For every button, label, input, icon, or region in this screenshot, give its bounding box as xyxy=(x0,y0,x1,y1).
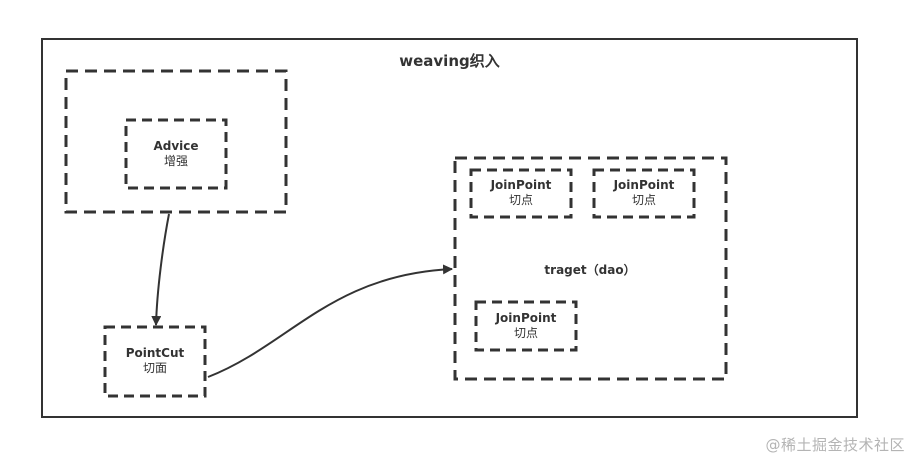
target-box xyxy=(453,156,728,381)
edge-aspect-to-pointcut xyxy=(151,213,170,326)
joinpoint-label-2: JoinPoint 切点 xyxy=(594,178,694,208)
pointcut-label: PointCut 切面 xyxy=(105,346,205,376)
diagram-title: weaving织入 xyxy=(399,52,500,70)
advice-box xyxy=(124,118,228,190)
watermark: @稀土掘金技术社区 xyxy=(765,436,905,454)
joinpoint-box-1 xyxy=(469,168,573,219)
joinpoint-box-2 xyxy=(592,168,696,219)
joinpoint-box-3 xyxy=(474,300,578,352)
advice-label-en: Advice xyxy=(153,139,199,153)
weaving-frame: weaving织入 xyxy=(41,38,858,418)
joinpoint-2-zh: 切点 xyxy=(631,193,656,207)
target-label: traget（dao） xyxy=(544,263,636,277)
pointcut-label-zh: 切面 xyxy=(142,361,167,375)
joinpoint-1-en: JoinPoint xyxy=(490,178,552,192)
joinpoint-label-3: JoinPoint 切点 xyxy=(476,311,576,341)
joinpoint-2-en: JoinPoint xyxy=(613,178,675,192)
joinpoint-1-zh: 切点 xyxy=(508,193,533,207)
joinpoint-label-1: JoinPoint 切点 xyxy=(471,178,571,208)
joinpoint-3-en: JoinPoint xyxy=(495,311,557,325)
advice-label: Advice 增强 xyxy=(126,139,226,169)
pointcut-label-en: PointCut xyxy=(125,346,185,360)
aspect-container-box xyxy=(64,69,288,214)
edge-pointcut-to-target xyxy=(207,264,453,378)
advice-label-zh: 增强 xyxy=(163,154,188,168)
joinpoint-3-zh: 切点 xyxy=(513,326,538,340)
pointcut-box xyxy=(103,325,207,398)
